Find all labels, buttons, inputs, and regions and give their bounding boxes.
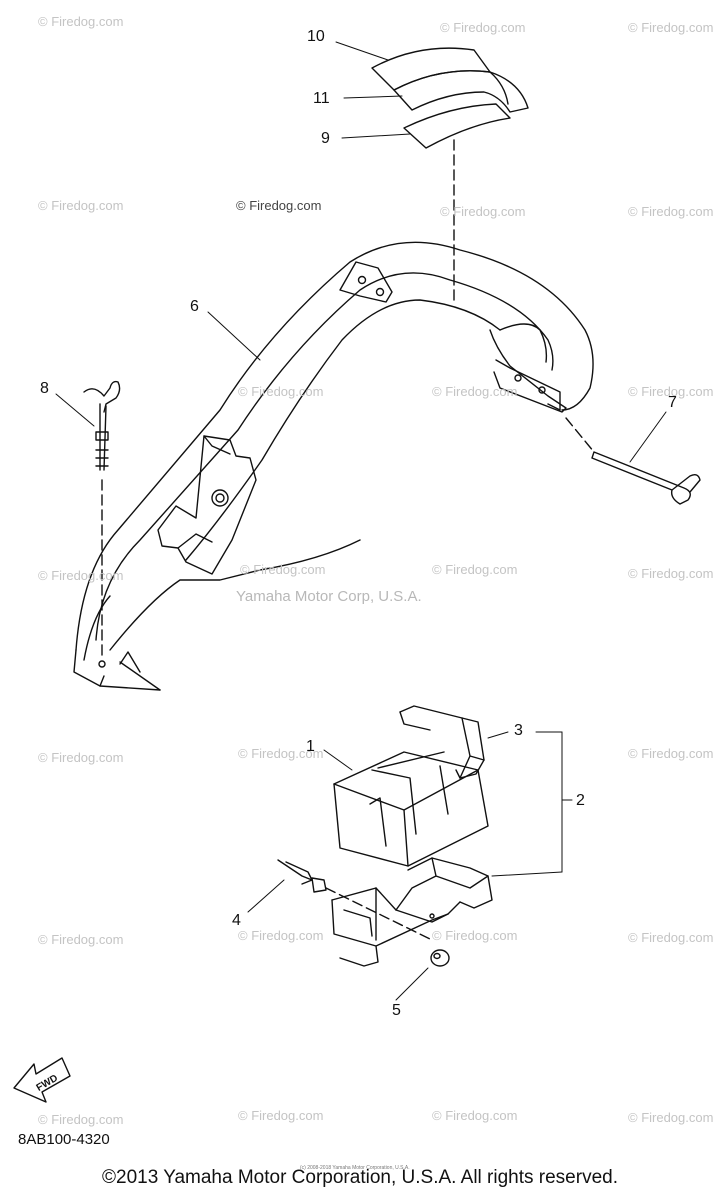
watermark: © Firedog.com xyxy=(628,384,714,399)
fender-bolt-hole xyxy=(211,489,229,507)
callout-8: 8 xyxy=(40,380,49,397)
watermark: © Firedog.com xyxy=(240,562,326,577)
leader-bolt-to-holder xyxy=(325,887,433,941)
callout-leaders xyxy=(55,41,667,1001)
copyright-notice: ©2013 Yamaha Motor Corporation, U.S.A. A… xyxy=(102,1167,618,1188)
sticker-10 xyxy=(371,47,491,91)
callout-1: 1 xyxy=(306,738,315,755)
callout-6: 6 xyxy=(190,298,199,315)
fender-pin xyxy=(591,451,701,505)
sticker-9 xyxy=(403,103,511,149)
callout-9: 9 xyxy=(321,130,330,147)
watermark: © Firedog.com xyxy=(38,14,124,29)
watermark: © Firedog.com xyxy=(38,750,124,765)
callout-5: 5 xyxy=(392,1002,401,1019)
watermark: © Firedog.com xyxy=(38,198,124,213)
watermark: © Firedog.com xyxy=(236,198,322,213)
watermark: © Firedog.com xyxy=(628,566,714,581)
watermark: © Firedog.com xyxy=(628,1110,714,1125)
fender-bolt-hole xyxy=(357,275,367,285)
wing-bolt xyxy=(83,380,121,471)
watermark: © Firedog.com xyxy=(238,1108,324,1123)
diagram-part-number: 8AB100-4320 xyxy=(18,1131,110,1148)
callout-4: 4 xyxy=(232,912,241,929)
watermark: © Firedog.com xyxy=(432,928,518,943)
holder-bolt xyxy=(277,859,327,893)
watermark: © Firedog.com xyxy=(38,1112,124,1127)
callout-7: 7 xyxy=(668,394,677,411)
rear-fender xyxy=(73,241,594,691)
fender-bolt-hole xyxy=(375,287,385,297)
fwd-arrow-icon: FWD xyxy=(13,1057,71,1103)
holder-nut xyxy=(430,949,450,967)
battery-holder xyxy=(331,857,493,967)
watermark: © Firedog.com xyxy=(38,932,124,947)
sticker-11 xyxy=(393,70,529,113)
watermark: © Firedog.com xyxy=(432,562,518,577)
callout-10: 10 xyxy=(307,28,325,45)
fender-bolt-hole xyxy=(538,386,546,394)
battery xyxy=(333,751,489,867)
watermark: © Firedog.com xyxy=(38,568,124,583)
watermark: © Firedog.com xyxy=(440,20,526,35)
fender-bolt-hole xyxy=(514,374,522,382)
watermark: © Firedog.com xyxy=(628,204,714,219)
holder-bolt-hole xyxy=(429,913,435,919)
battery-band xyxy=(399,705,485,779)
callout-2: 2 xyxy=(576,792,585,809)
watermark: © Firedog.com xyxy=(432,384,518,399)
callout-11: 11 xyxy=(313,90,330,107)
leader-pin-to-fender xyxy=(565,417,595,453)
center-watermark: Yamaha Motor Corp, U.S.A. xyxy=(236,588,422,605)
fender-bolt-hole xyxy=(98,660,106,668)
watermark: © Firedog.com xyxy=(238,746,324,761)
watermark: © Firedog.com xyxy=(440,204,526,219)
fwd-label: FWD xyxy=(35,1073,60,1094)
watermark: © Firedog.com xyxy=(238,928,324,943)
watermark: © Firedog.com xyxy=(628,746,714,761)
watermark: © Firedog.com xyxy=(432,1108,518,1123)
callout-3: 3 xyxy=(514,722,523,739)
watermark: © Firedog.com xyxy=(238,384,324,399)
tiny-copyright-note: (c) 2008-2018 Yamaha Motor Corporation, … xyxy=(300,1165,410,1171)
fender-bolt-hole xyxy=(215,493,225,503)
watermark: © Firedog.com xyxy=(628,930,714,945)
watermark: © Firedog.com xyxy=(628,20,714,35)
